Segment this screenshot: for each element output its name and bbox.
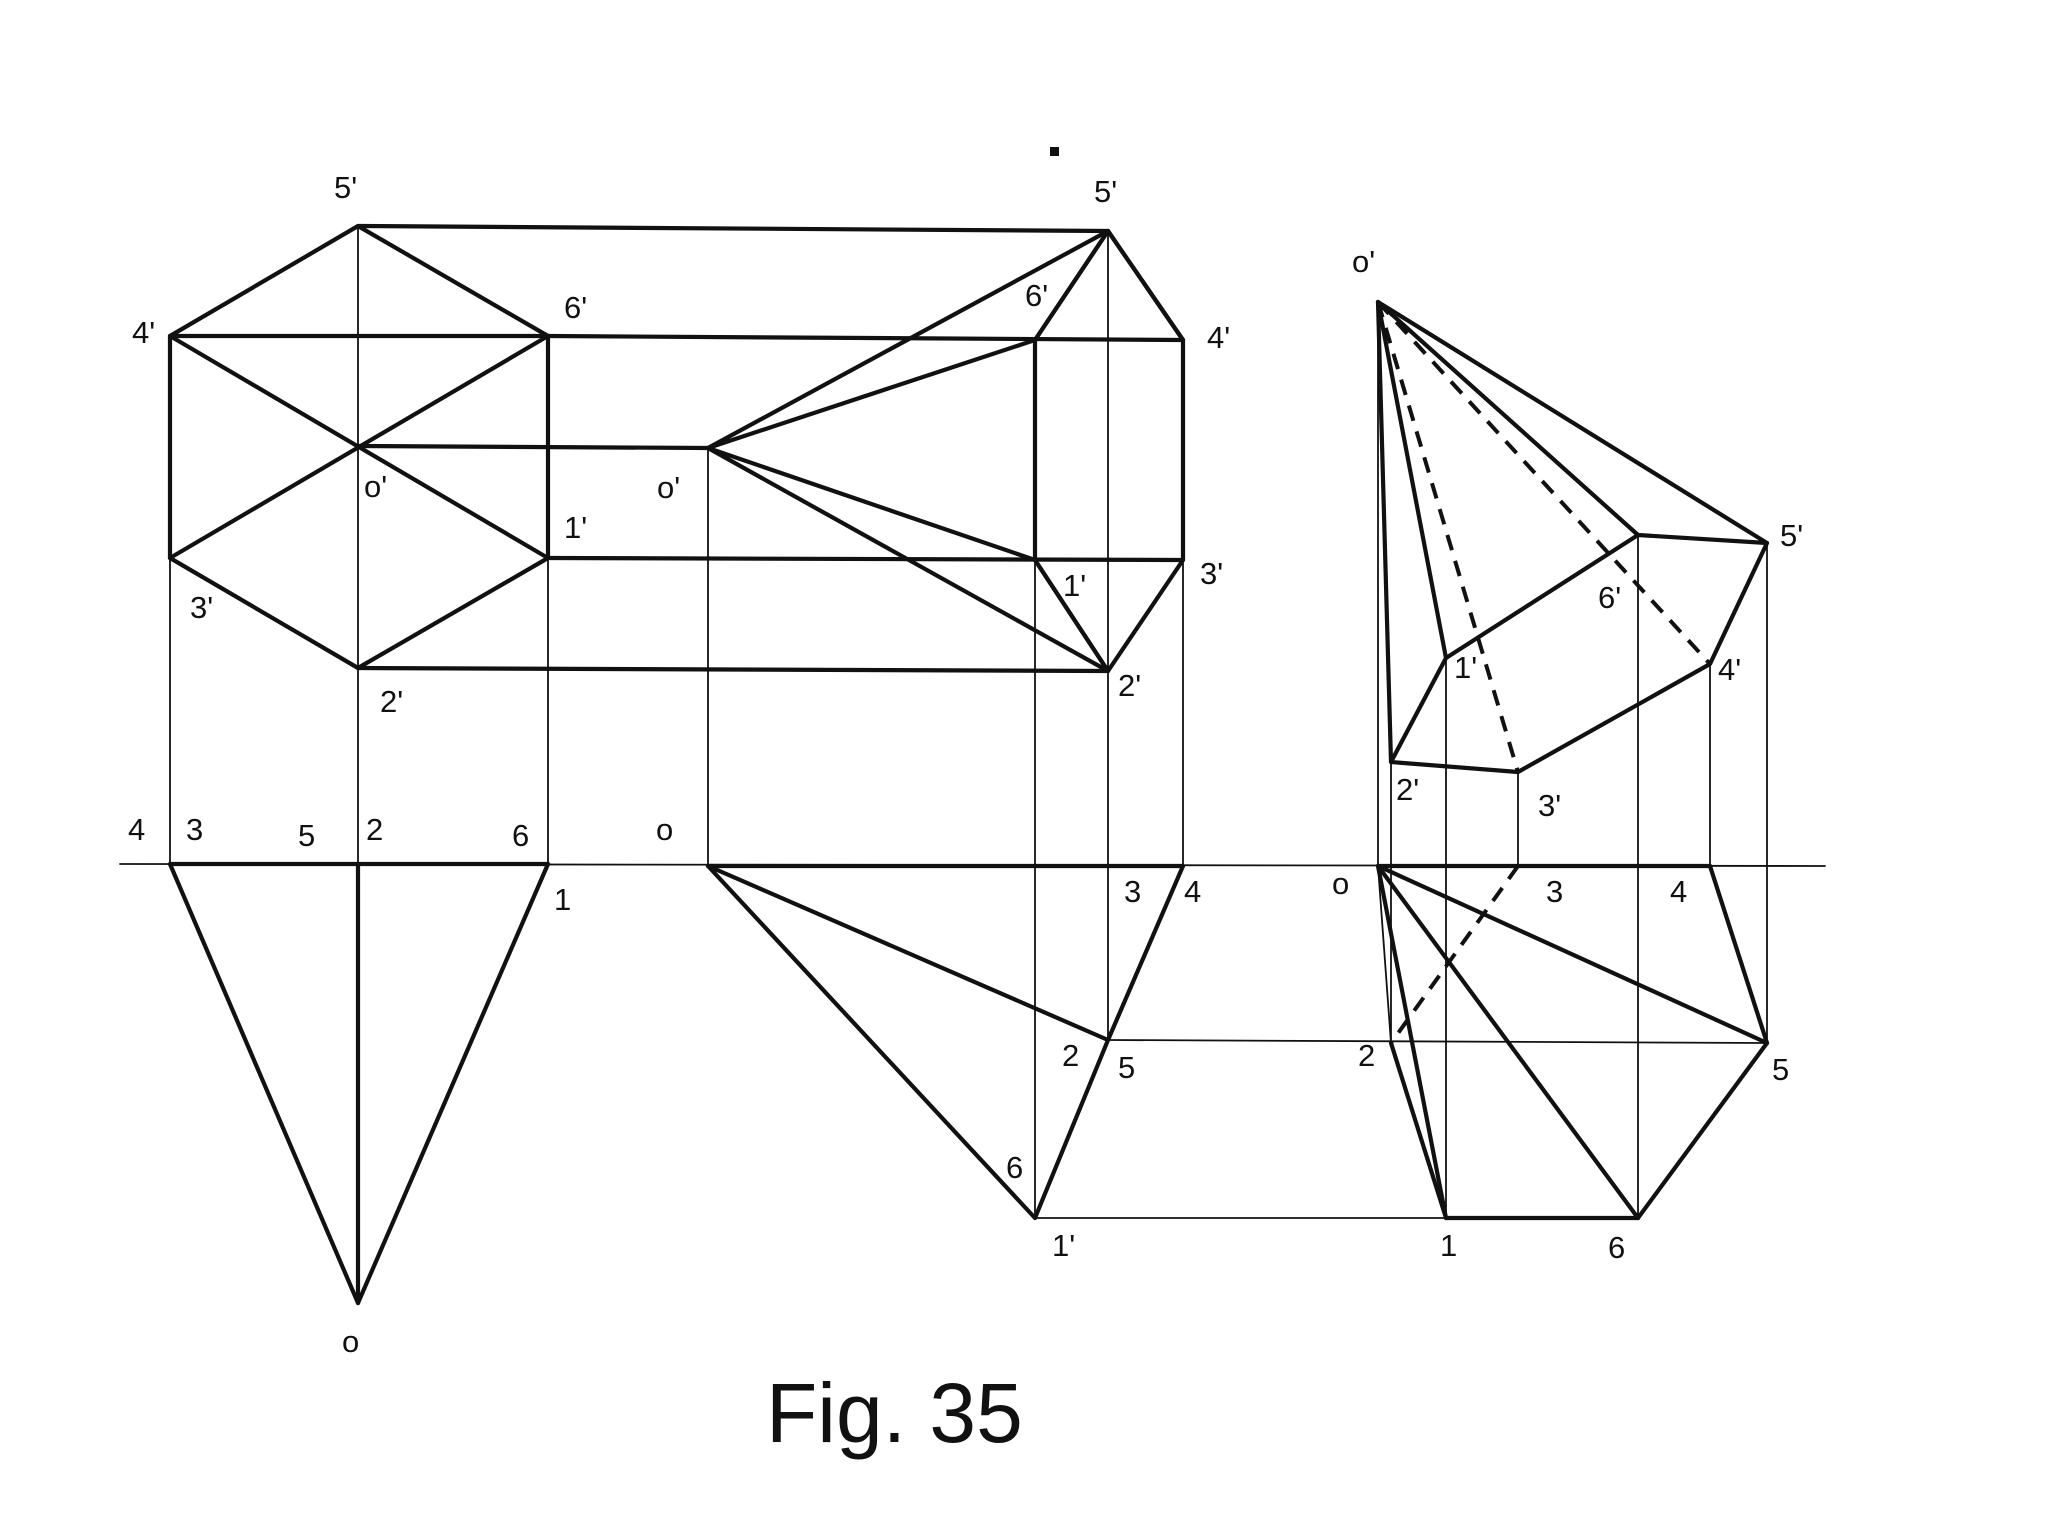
label-aux-4p: 4' [1718,652,1741,687]
label-front-2p: 2' [380,684,403,719]
label-plan-6: 6 [512,818,529,853]
front-elevation-hexagon [167,223,1186,865]
label-aux-2p: 2' [1396,772,1419,807]
label-side-5p: 5' [1094,174,1117,209]
label-auxplan-1: 1 [1440,1228,1457,1263]
label-front-5p: 5' [334,170,357,205]
label-side-3p: 3' [1200,556,1223,591]
label-side-4p: 4' [1207,320,1230,355]
label-auxplan-6: 6 [1608,1230,1625,1265]
label-side-1p: 1' [1063,568,1086,603]
label-side-2p: 2' [1118,668,1141,703]
label-auxplan-4: 4 [1670,874,1687,909]
label-aux-1p: 1' [1454,650,1477,685]
auxiliary-pyramid [1375,299,1770,1219]
label-side-op: o' [657,470,680,505]
label-auxplan-2: 2 [1358,1038,1375,1073]
label-front-3p: 3' [190,590,213,625]
label-plan-o: o [342,1324,359,1359]
label-sideplan-2: 2 [1062,1038,1079,1073]
label-auxplan-3: 3 [1546,874,1563,909]
label-auxplan-5: 5 [1772,1052,1789,1087]
label-front-op: o' [364,469,387,504]
label-aux-5p: 5' [1780,518,1803,553]
label-sideplan-3: 3 [1124,874,1141,909]
label-sideplan-4: 4 [1184,874,1201,909]
label-plan-4: 4 [128,812,145,847]
label-plan-1: 1 [554,882,571,917]
label-aux-3p: 3' [1538,788,1561,823]
label-sideplan-6: 6 [1006,1150,1023,1185]
side-plan [705,863,1766,1221]
label-aux-op: o' [1352,244,1375,279]
label-plan-5: 5 [298,818,315,853]
label-plan-3: 3 [186,812,203,847]
label-plan-2: 2 [366,812,383,847]
label-front-1p: 1' [564,510,587,545]
label-sideplan-1p: 1' [1052,1228,1075,1263]
label-side-6p: 6' [1025,278,1048,313]
label-front-6p: 6' [564,290,587,325]
label-aux-6p: 6' [1598,580,1621,615]
figure-caption: Fig. 35 [766,1366,1023,1460]
ink-dot [1050,147,1059,156]
auxiliary-plan [1375,863,1770,1221]
front-plan-triangle [167,861,551,1306]
label-auxplan-o: o [1332,866,1349,901]
label-sideplan-o: o [656,812,673,847]
label-front-4p: 4' [132,315,155,350]
label-sideplan-5: 5 [1118,1050,1135,1085]
side-elevation-pyramid [705,228,1186,1219]
